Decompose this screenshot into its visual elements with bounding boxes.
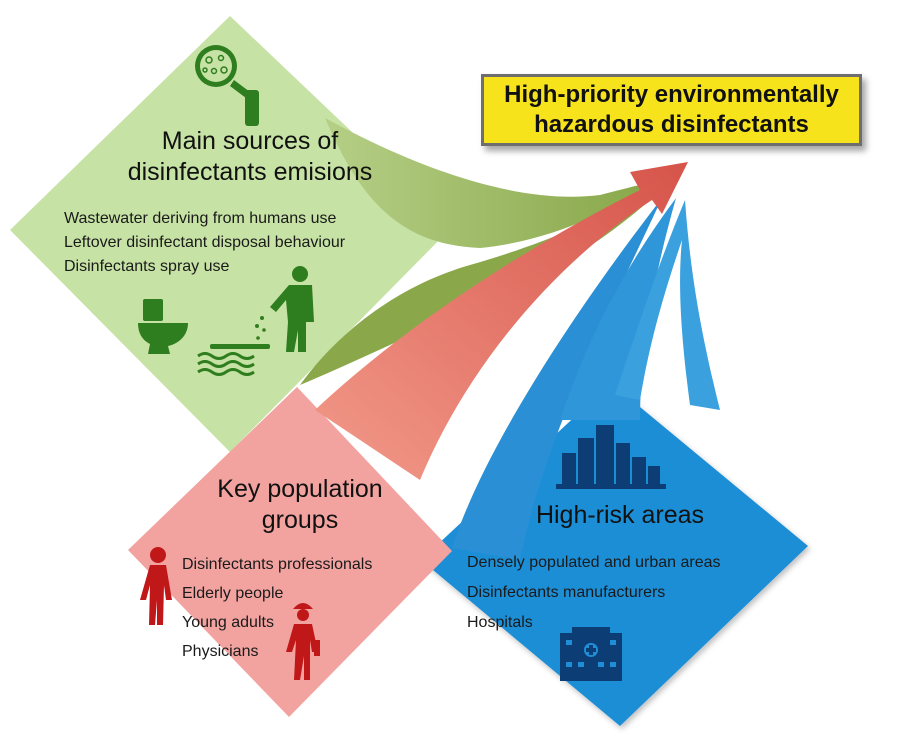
toilet-icon: [138, 299, 188, 354]
population-item: Disinfectants professionals: [182, 556, 373, 573]
sources-arrow-1: [325, 118, 668, 248]
title-box: High-priority environmentally hazardous …: [481, 74, 862, 146]
water-waves-icon: [197, 352, 255, 376]
areas-arrow-1: [452, 198, 662, 560]
areas-arrow-2: [560, 198, 676, 420]
city-skyline-icon: [556, 425, 666, 489]
areas-item: Disinfectants manufacturers: [467, 584, 666, 601]
worker-figure-icon: [286, 603, 320, 680]
areas-list: Densely populated and urban areas Disinf…: [467, 548, 721, 638]
sources-list: Wastewater deriving from humans use Left…: [64, 207, 345, 279]
population-diamond: [128, 387, 452, 717]
title-line-2: hazardous disinfectants: [534, 111, 809, 138]
areas-diamond: [421, 383, 808, 726]
sources-diamond: [10, 16, 452, 452]
petri-dish-icon: [195, 45, 259, 126]
hospital-icon: [560, 627, 622, 681]
sources-item: Disinfectants spray use: [64, 258, 230, 275]
areas-heading: High-risk areas: [520, 500, 720, 531]
sources-item: Leftover disinfectant disposal behaviour: [64, 234, 346, 251]
population-heading-line-2: groups: [261, 506, 339, 534]
sources-item: Wastewater deriving from humans use: [64, 210, 337, 227]
areas-item: Densely populated and urban areas: [467, 554, 721, 571]
population-heading-line-1: Key population: [217, 475, 383, 503]
population-item: Physicians: [182, 643, 259, 660]
sources-heading: Main sources of disinfectants emisions: [120, 126, 380, 188]
title-line-1: High-priority environmentally: [504, 81, 839, 108]
population-heading: Key population groups: [190, 474, 410, 536]
population-item: Young adults: [182, 614, 274, 631]
sources-heading-line-2: disinfectants emisions: [127, 158, 373, 186]
areas-heading-text: High-risk areas: [535, 501, 705, 529]
areas-arrow-3: [615, 200, 720, 410]
person-pouring-icon: [210, 266, 314, 352]
woman-figure-icon: [140, 547, 172, 625]
population-list: Disinfectants professionals Elderly peop…: [182, 550, 372, 666]
population-arrow: [315, 162, 688, 480]
areas-item: Hospitals: [467, 614, 533, 631]
population-item: Elderly people: [182, 585, 284, 602]
sources-heading-line-1: Main sources of: [161, 127, 339, 155]
